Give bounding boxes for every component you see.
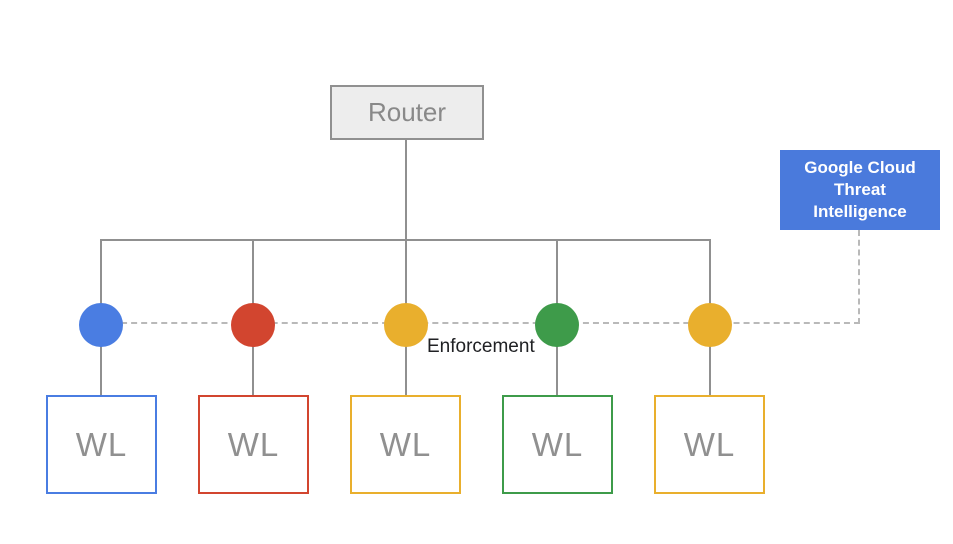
node-circle: [688, 303, 732, 347]
router-box: Router: [330, 85, 484, 140]
workload-box: WL: [654, 395, 765, 494]
enforcement-dashed-line: [101, 322, 860, 324]
workload-box: WL: [198, 395, 309, 494]
workload-box: WL: [350, 395, 461, 494]
router-label: Router: [367, 97, 447, 127]
node-circle: [384, 303, 428, 347]
workload-label: WL: [683, 425, 736, 463]
workload-box: WL: [46, 395, 157, 494]
node-circle: [79, 303, 123, 347]
node-circle: [535, 303, 579, 347]
workload-label: WL: [227, 425, 280, 463]
enforcement-label: Enforcement: [427, 336, 535, 357]
node-circle: [231, 303, 275, 347]
workload-box: WL: [502, 395, 613, 494]
workload-label: WL: [379, 425, 432, 463]
workload-label: WL: [75, 425, 128, 463]
workload-label: WL: [531, 425, 584, 463]
router-stem-line: [405, 140, 407, 240]
threat-intel-connector-line: [858, 230, 860, 324]
threat-intel-box: Google Cloud Threat Intelligence: [780, 150, 940, 230]
